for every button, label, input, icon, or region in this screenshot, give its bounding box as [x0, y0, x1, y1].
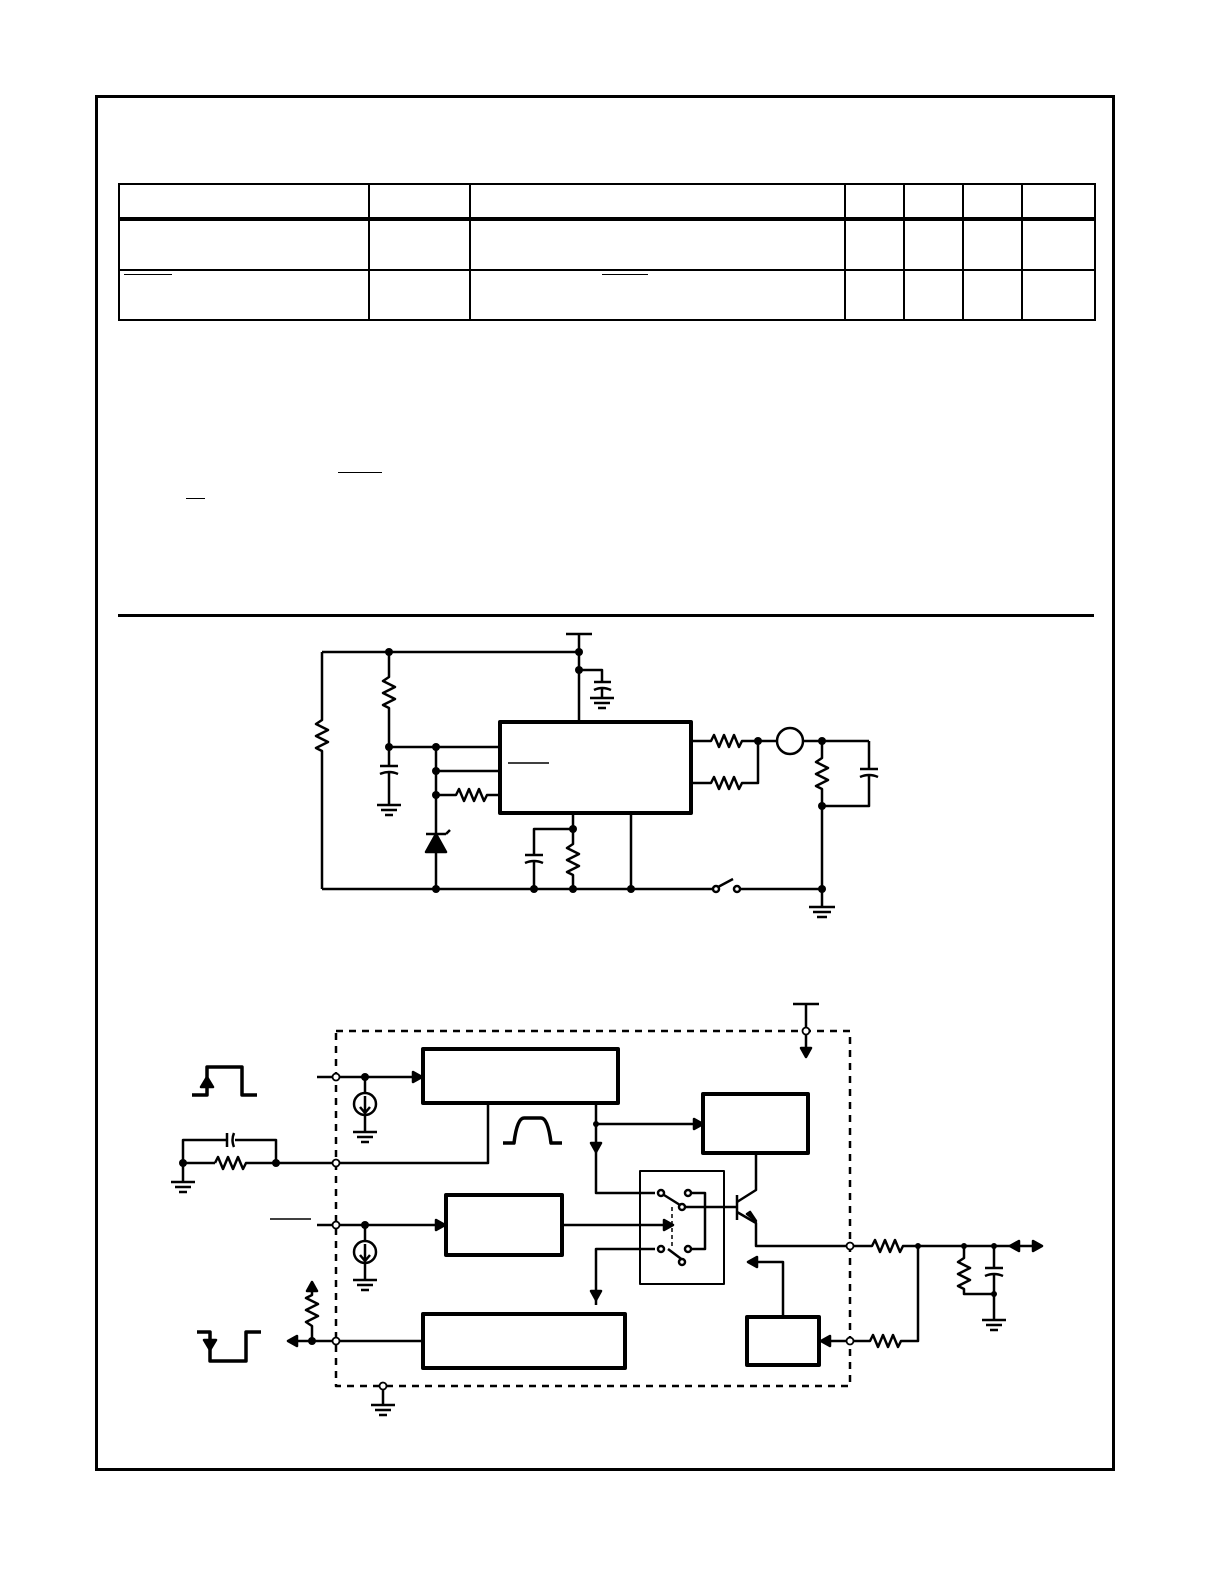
overbar-mark: [124, 274, 172, 275]
table-cell: [368, 218, 471, 271]
pin-terminals: [331, 1026, 855, 1391]
trigger-input-pulse-icon: [192, 1065, 257, 1097]
sense-block: [745, 1315, 821, 1367]
table-cell: [469, 269, 846, 321]
table-header-cell: [962, 183, 1023, 221]
pulse-shape-icon: [503, 1116, 562, 1145]
overbar-mark: [602, 274, 648, 275]
page-frame: [95, 95, 1115, 1471]
table-cell: [844, 218, 905, 271]
driver-block: [701, 1092, 810, 1155]
table-row: [118, 218, 1096, 271]
table-header-cell: [368, 183, 471, 221]
section-divider: [118, 614, 1094, 617]
table-cell: [368, 269, 471, 321]
current-source-icon: [352, 1091, 378, 1117]
table-cell: [903, 218, 964, 271]
junction-dots: [385, 648, 826, 893]
overbar-mark: [186, 498, 205, 499]
table-cell: [118, 218, 370, 271]
switch-contacts: [656, 1188, 737, 1267]
table-header-cell: [1021, 183, 1096, 221]
table-cell: [469, 218, 846, 271]
table-cell: [1021, 269, 1096, 321]
package-boundary: [334, 1029, 852, 1388]
junction-dots: [179, 1073, 997, 1345]
table-header-cell: [903, 183, 964, 221]
table-header-cell: [118, 183, 370, 221]
resistor-icon: [304, 1287, 320, 1341]
table-header-cell: [844, 183, 905, 221]
current-source-icon: [352, 1239, 378, 1265]
ground-icon: [809, 905, 835, 919]
control-block: [444, 1193, 564, 1257]
table-row: [118, 269, 1096, 321]
overbar-mark: [338, 472, 382, 473]
supply-pin: [793, 1002, 819, 1059]
decoupling-capacitor: [590, 680, 614, 710]
output-logic-block: [421, 1312, 627, 1370]
resistor-icon: [853, 1238, 1039, 1254]
output-pulse-icon: [197, 1330, 261, 1363]
resistor-icon: [565, 829, 581, 889]
capacitor-icon: [225, 1132, 236, 1148]
resistor-icon: [314, 652, 330, 889]
table-cell: [903, 269, 964, 321]
table-cell: [118, 269, 370, 321]
table-cell: [962, 218, 1023, 271]
transistor-icon: [735, 1153, 853, 1248]
table-cell: [844, 269, 905, 321]
table-header-cell: [469, 183, 846, 221]
resistor-icon: [381, 652, 397, 747]
resistor-icon: [691, 741, 760, 791]
soft-start-capacitor: [524, 853, 544, 889]
switch-block: [639, 1170, 725, 1285]
resistor-icon: [213, 1103, 490, 1171]
resistor-icon: [853, 1246, 920, 1349]
input-comparator-block: [421, 1047, 620, 1105]
capacitor-icon: [984, 1246, 1004, 1320]
zener-diode-icon: [424, 829, 451, 854]
specification-table: [118, 183, 1096, 321]
table-header-row: [118, 183, 1096, 221]
controller-ic: [498, 720, 693, 815]
table-cell: [1021, 218, 1096, 271]
resistor-icon: [691, 733, 776, 749]
output-capacitor: [822, 741, 879, 808]
resistor-icon: [436, 787, 500, 803]
table-cell: [962, 269, 1023, 321]
resistor-icon: [956, 1246, 994, 1296]
resistor-icon: [814, 741, 830, 889]
timing-capacitor: [377, 747, 401, 817]
